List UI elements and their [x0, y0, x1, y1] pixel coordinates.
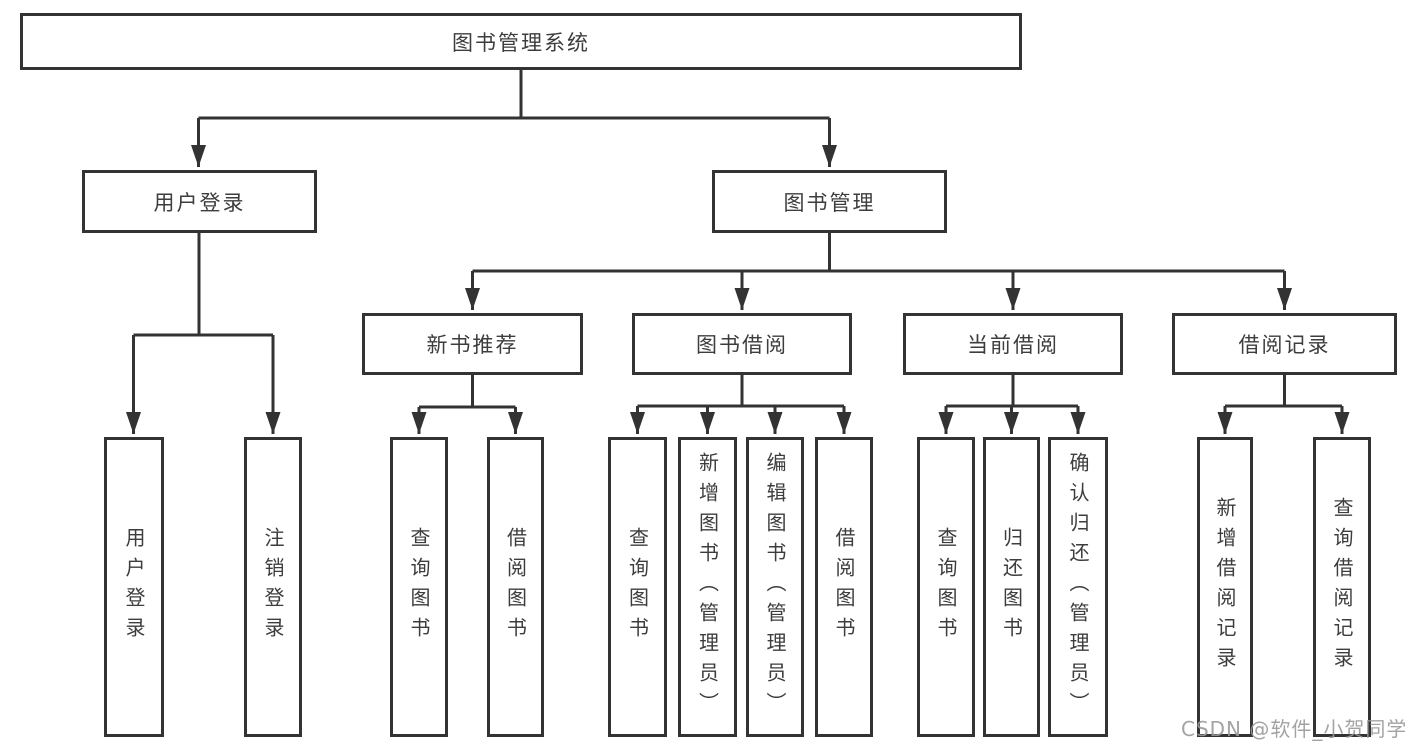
node-root-system: 图书管理系统 — [20, 13, 1022, 70]
leaf-query-books-recommend: 查询图书 — [390, 437, 448, 737]
node-current-borrowing: 当前借阅 — [903, 313, 1123, 375]
node-book-management-branch: 图书管理 — [712, 170, 947, 233]
node-new-book-recommend: 新书推荐 — [362, 313, 583, 375]
leaf-user-login: 用户登录 — [104, 437, 164, 737]
leaf-confirm-return-admin: 确认归还（管理员） — [1048, 437, 1108, 737]
node-user-login-branch: 用户登录 — [82, 170, 317, 233]
node-borrowing-records: 借阅记录 — [1172, 313, 1397, 375]
leaf-add-borrow-record: 新增借阅记录 — [1197, 437, 1253, 737]
leaf-return-books: 归还图书 — [983, 437, 1040, 737]
csdn-watermark: CSDN @软件_小贺同学 — [1181, 717, 1405, 741]
leaf-add-books-admin: 新增图书（管理员） — [678, 437, 737, 737]
leaf-query-borrow-record: 查询借阅记录 — [1313, 437, 1371, 737]
leaf-edit-books-admin: 编辑图书（管理员） — [746, 437, 804, 737]
leaf-borrow-books: 借阅图书 — [815, 437, 873, 737]
node-book-borrowing: 图书借阅 — [632, 313, 852, 375]
leaf-query-books-borrowing: 查询图书 — [608, 437, 667, 737]
leaf-query-books-current: 查询图书 — [917, 437, 975, 737]
leaf-logout: 注销登录 — [244, 437, 302, 737]
leaf-borrow-books-recommend: 借阅图书 — [487, 437, 544, 737]
